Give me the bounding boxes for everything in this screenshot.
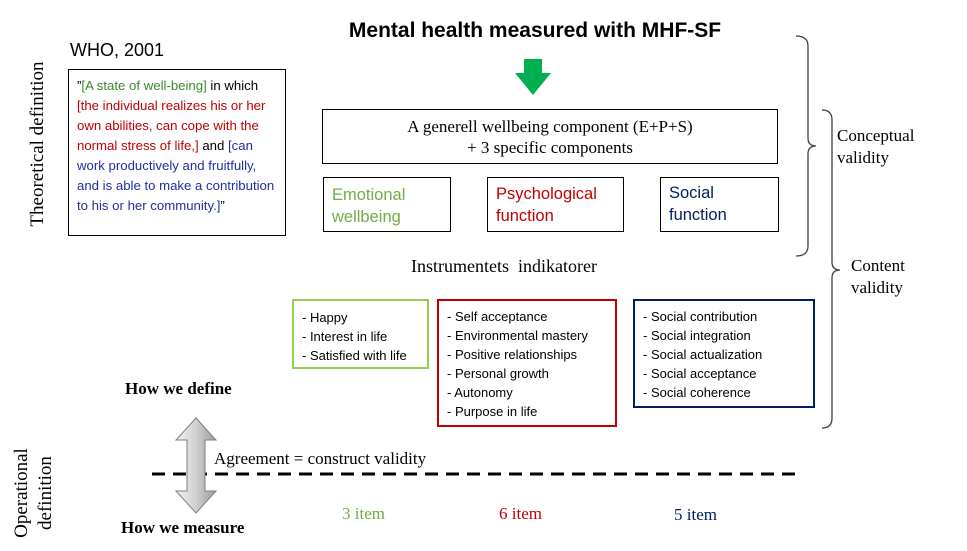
who-source-label: WHO, 2001 bbox=[70, 40, 165, 60]
psychological-indicator-item: - Personal growth bbox=[447, 366, 549, 381]
conceptual-validity-label: Conceptual validity bbox=[837, 125, 914, 169]
psychological-indicator-item: - Autonomy bbox=[447, 385, 513, 400]
emotional-line2: wellbeing bbox=[332, 208, 401, 226]
social-indicators-box: - Social contribution - Social integrati… bbox=[633, 299, 815, 408]
social-indicator-item: - Social coherence bbox=[643, 385, 751, 400]
psychological-indicator-item: - Positive relationships bbox=[447, 347, 578, 362]
emotional-indicator-item: - Interest in life bbox=[302, 329, 388, 344]
psychological-indicator-item: - Purpose in life bbox=[447, 404, 538, 419]
quote-abilities: [the individual realizes his or her own … bbox=[77, 98, 266, 153]
social-line1: Social bbox=[669, 184, 714, 202]
psychological-indicators-box: - Self acceptance - Environmental master… bbox=[437, 299, 617, 427]
content-validity-bracket bbox=[821, 109, 841, 429]
emotional-item-count: 3 item bbox=[342, 504, 385, 523]
social-function-box: Social function bbox=[660, 177, 779, 232]
quote-open: ” bbox=[77, 78, 82, 93]
conceptual-line1: Conceptual bbox=[837, 126, 915, 145]
agreement-label: Agreement = construct validity bbox=[214, 449, 427, 468]
operational-definition-label: Operational definition bbox=[10, 438, 60, 548]
emotional-indicator-item: - Satisfied with life bbox=[302, 348, 407, 363]
quote-work: [can work productively and fruitfully, a… bbox=[77, 138, 275, 213]
conceptual-validity-bracket bbox=[795, 35, 817, 257]
general-box-line1: A generell wellbeing component (E+P+S) bbox=[407, 117, 693, 136]
who-definition-box: ”[A state of well-being] in which [the i… bbox=[68, 69, 286, 236]
emotional-indicator-item: - Happy bbox=[302, 310, 348, 325]
social-indicator-item: - Social actualization bbox=[643, 347, 763, 362]
indicators-title: Instrumentets indikatorer bbox=[411, 256, 597, 276]
social-item-count: 5 item bbox=[674, 505, 717, 524]
social-indicator-item: - Social acceptance bbox=[643, 366, 757, 381]
psychological-indicator-item: - Environmental mastery bbox=[447, 328, 588, 343]
general-box-line2: + 3 specific components bbox=[467, 138, 633, 157]
emotional-wellbeing-box: Emotional wellbeing bbox=[323, 177, 451, 232]
social-indicator-item: - Social contribution bbox=[643, 309, 758, 324]
how-we-measure-label: How we measure bbox=[121, 518, 245, 537]
operational-label-line2: definition bbox=[35, 456, 56, 530]
content-line2: validity bbox=[851, 278, 903, 297]
double-arrow-icon bbox=[174, 417, 218, 514]
general-wellbeing-box: A generell wellbeing component (E+P+S) +… bbox=[322, 109, 778, 164]
operational-label-line1: Operational bbox=[11, 448, 32, 538]
emotional-line1: Emotional bbox=[332, 186, 406, 204]
quote-and: and bbox=[198, 138, 228, 153]
quote-in-which: in which bbox=[206, 78, 259, 93]
psychological-line2: function bbox=[496, 207, 554, 225]
quote-close: ” bbox=[220, 198, 225, 213]
psychological-item-count: 6 item bbox=[499, 504, 542, 523]
content-line1: Content bbox=[851, 256, 905, 275]
quote-wellbeing: [A state of well-being] bbox=[81, 78, 207, 93]
psychological-line1: Psychological bbox=[496, 185, 597, 203]
theoretical-definition-label: Theoretical definition bbox=[27, 61, 48, 227]
content-validity-label: Content validity bbox=[851, 255, 905, 299]
conceptual-line2: validity bbox=[837, 148, 889, 167]
how-we-define-label: How we define bbox=[125, 379, 232, 398]
green-down-arrow-icon bbox=[515, 59, 551, 95]
social-indicator-item: - Social integration bbox=[643, 328, 751, 343]
psychological-indicator-item: - Self acceptance bbox=[447, 309, 548, 324]
emotional-indicators-box: - Happy - Interest in life - Satisfied w… bbox=[292, 299, 429, 369]
social-line2: function bbox=[669, 206, 727, 224]
psychological-function-box: Psychological function bbox=[487, 177, 624, 232]
page-title: Mental health measured with MHF-SF bbox=[348, 19, 722, 42]
